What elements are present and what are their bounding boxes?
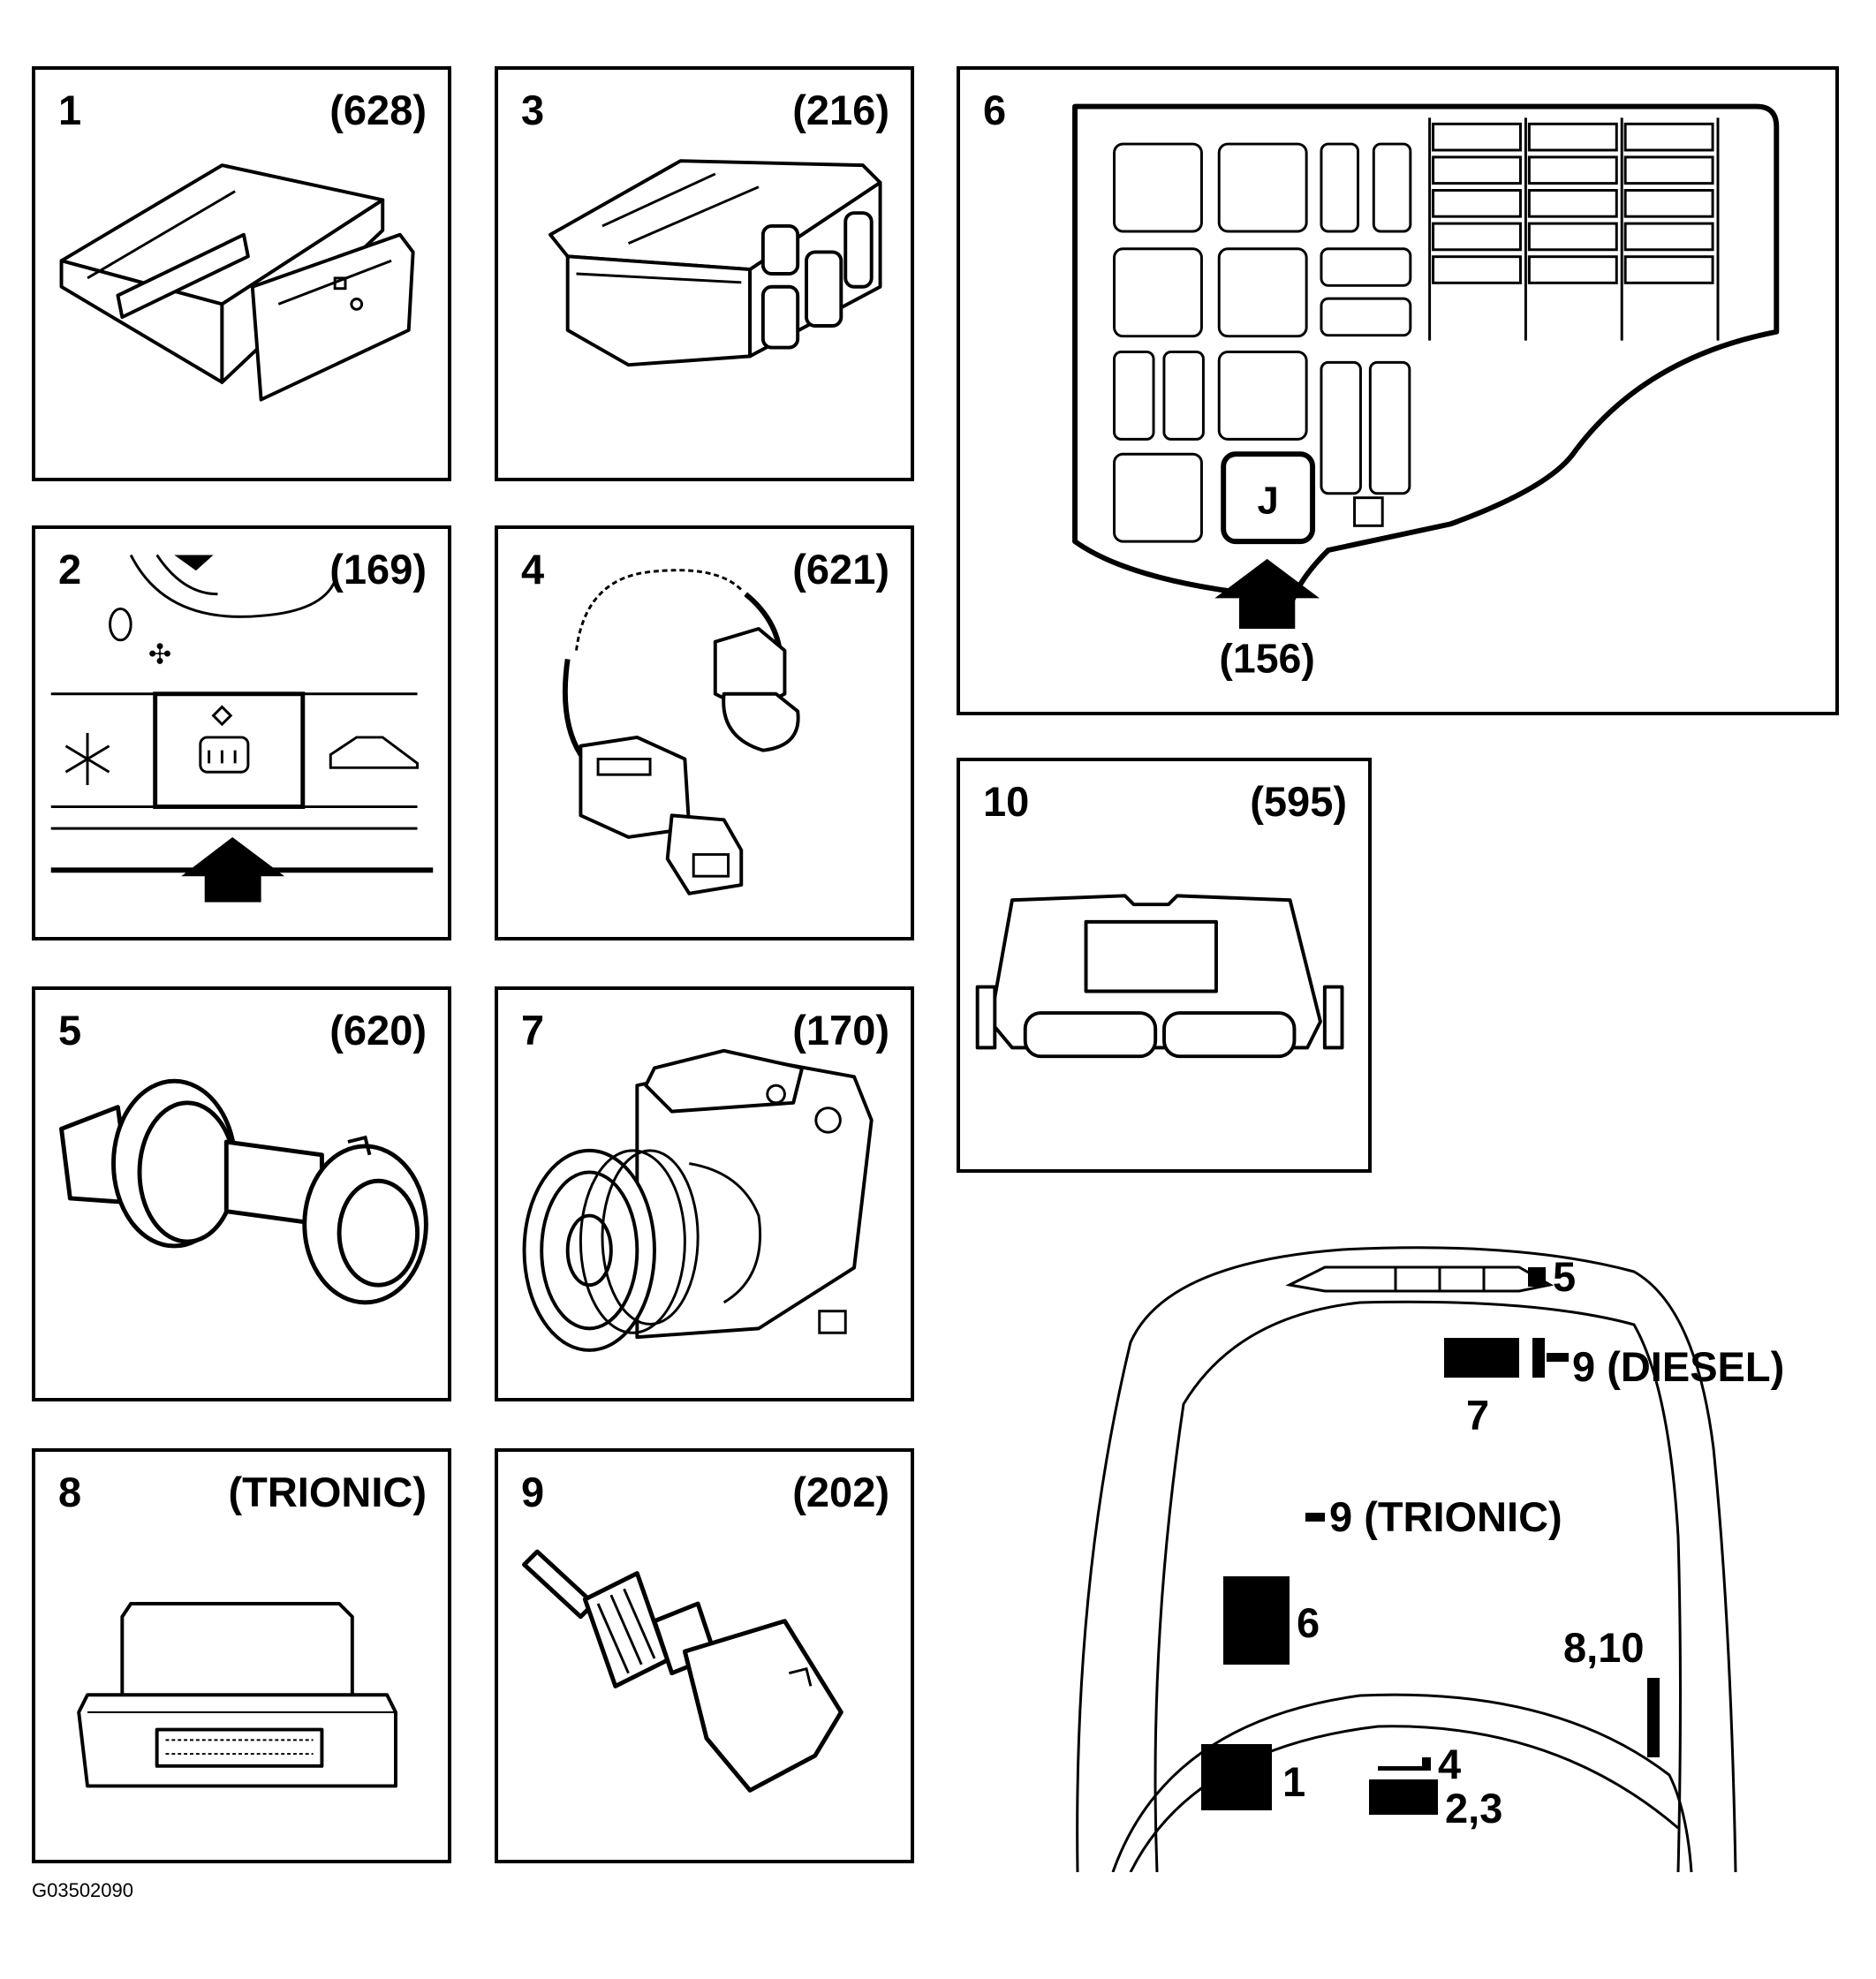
- panel-code: (169): [329, 546, 427, 593]
- panel-number: 1: [58, 87, 82, 133]
- panel-number: 2: [58, 546, 82, 593]
- locator-label-4: 4: [1438, 1741, 1462, 1787]
- locator-label-9-diesel: 9 (DIESEL): [1572, 1343, 1785, 1390]
- locator-label-7: 7: [1466, 1392, 1490, 1439]
- panel-code: (621): [792, 546, 889, 593]
- panel-code: (628): [329, 87, 427, 133]
- panel-code: (170): [792, 1007, 889, 1054]
- panel-number: 8: [58, 1469, 82, 1515]
- control-module-box-icon: [59, 163, 415, 402]
- panel-number: 10: [983, 778, 1030, 825]
- panel-number: 7: [521, 1007, 545, 1054]
- panel-number: 3: [521, 87, 545, 133]
- panel-9: 9 (202): [495, 1448, 914, 1863]
- vehicle-locator: 5 9 (DIESEL) 7 9 (TRIONIC) 6 8,10 1 4 2,…: [1060, 1227, 1876, 1872]
- harness-connector-icon: [562, 569, 800, 895]
- panel-number: 4: [521, 546, 545, 593]
- pressure-switch-icon: [59, 1078, 428, 1305]
- svg-text:✣: ✣: [148, 638, 171, 670]
- locator-label-8-10: 8,10: [1563, 1624, 1645, 1671]
- panel-code: (620): [329, 1007, 427, 1054]
- ac-compressor-icon: [522, 1048, 874, 1352]
- locator-label-6: 6: [1297, 1599, 1320, 1646]
- panel-number: 9: [521, 1469, 545, 1515]
- fuse-relay-box-icon: J (156): [1072, 103, 1780, 681]
- panel-code: (595): [1250, 778, 1347, 825]
- temperature-sensor-icon: [522, 1549, 843, 1793]
- panel-code: (TRIONIC): [228, 1469, 427, 1515]
- car-outline-icon: [1076, 1246, 1737, 1872]
- panel-2: 2 (169) ✣: [32, 525, 451, 940]
- panel-4: 4 (621): [495, 525, 914, 940]
- panel-number: 5: [58, 1007, 82, 1054]
- locator-label-9-trionic: 9 (TRIONIC): [1329, 1493, 1562, 1540]
- panel-10: 10 (595): [957, 758, 1372, 1173]
- locator-label-2-3: 2,3: [1445, 1785, 1503, 1832]
- panel-code: (202): [792, 1469, 889, 1515]
- panel-1: 1 (628): [32, 66, 451, 481]
- panel-8: 8 (TRIONIC): [32, 1448, 451, 1863]
- connector-housing-icon: [548, 159, 882, 367]
- panel-number: 6: [983, 87, 1007, 133]
- panel-6: 6: [957, 66, 1839, 715]
- panel-5: 5 (620): [32, 986, 451, 1401]
- figure-id: G03502090: [32, 1879, 133, 1901]
- ac-control-panel-icon: ✣: [50, 554, 434, 903]
- panel-3: 3 (216): [495, 66, 914, 481]
- locator-label-1: 1: [1282, 1758, 1306, 1805]
- relay-arrow-code: (156): [1219, 635, 1314, 681]
- relay-j-label: J: [1258, 480, 1279, 522]
- locator-label-5: 5: [1553, 1253, 1577, 1300]
- engine-control-module-icon: [975, 894, 1344, 1059]
- panel-7: 7 (170): [495, 986, 914, 1401]
- trionic-control-module-icon: [77, 1602, 397, 1788]
- panel-code: (216): [792, 87, 889, 133]
